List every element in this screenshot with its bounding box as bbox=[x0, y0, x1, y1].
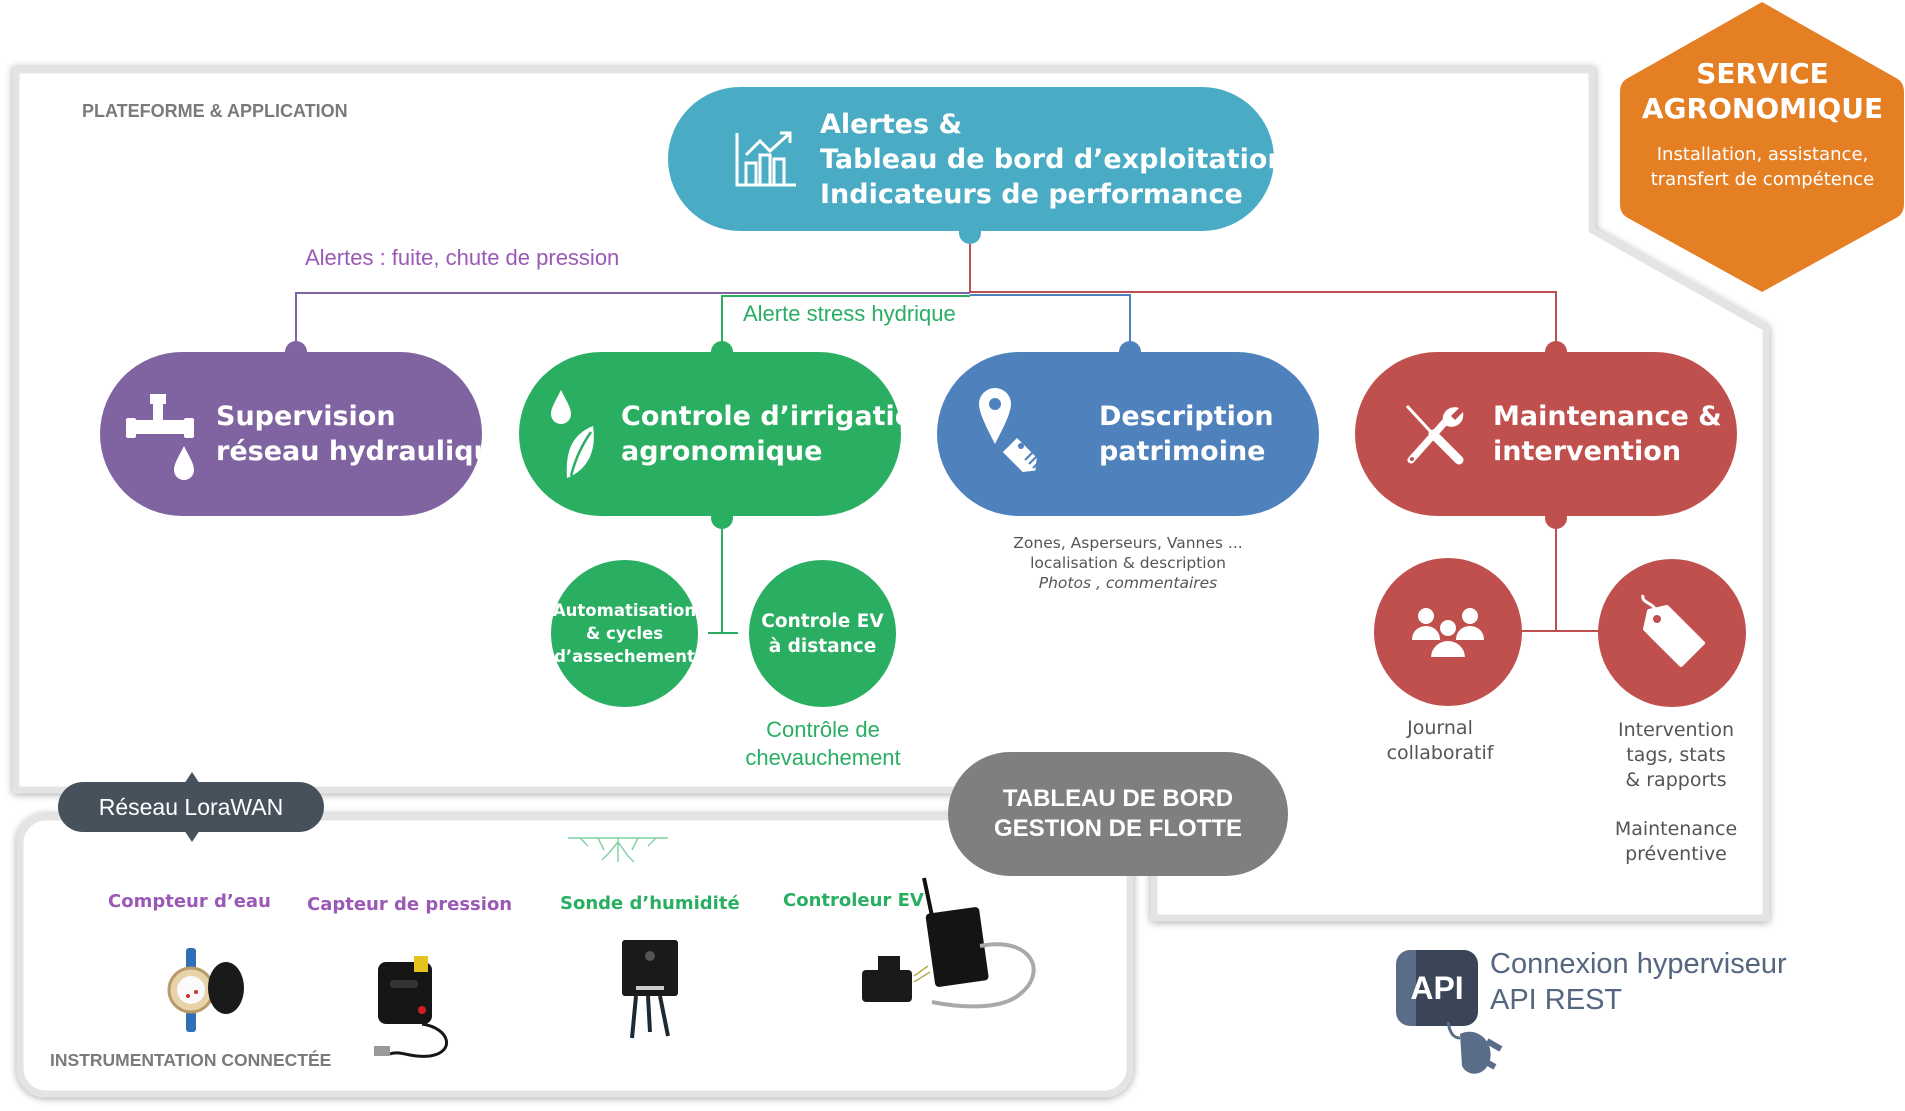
water-meter-icon bbox=[167, 948, 244, 1032]
module-title: Description patrimoine bbox=[1099, 399, 1274, 469]
label-text: Sonde d’humidité bbox=[560, 893, 740, 914]
title-line: Controle d’irrigation bbox=[621, 401, 933, 432]
lorawan-label: Réseau LoraWAN bbox=[98, 793, 284, 820]
description-details: Zones, Asperseurs, Vannes ... localisati… bbox=[960, 533, 1296, 593]
service-subtitle-line: Installation, assistance, bbox=[1656, 144, 1869, 165]
users-group-icon bbox=[1412, 608, 1484, 658]
text-line: Controle EV bbox=[761, 610, 884, 632]
service-title-line: AGRONOMIQUE bbox=[1641, 92, 1884, 125]
device-label-pressure-sensor: Capteur de pression bbox=[307, 894, 512, 915]
connector-dot bbox=[959, 222, 981, 244]
leak-alert-label: Alertes : fuite, chute de pression bbox=[305, 245, 620, 270]
text-line: préventive bbox=[1625, 843, 1727, 865]
roots-icon bbox=[568, 837, 668, 863]
connector-dot bbox=[711, 507, 733, 529]
dashboard-alerts-title: Alertes & Tableau de bord d’exploitation… bbox=[820, 107, 1287, 212]
tag-icon bbox=[1641, 594, 1705, 667]
chart-growth-icon bbox=[735, 131, 796, 187]
title-line: Supervision bbox=[216, 401, 396, 432]
remote-valve-control-node[interactable]: Controle EV à distance bbox=[749, 560, 896, 707]
text-line: Photos , commentaires bbox=[1038, 574, 1218, 592]
text-line: d’assechement bbox=[554, 647, 695, 666]
service-title-line: SERVICE bbox=[1696, 57, 1829, 90]
module-description[interactable]: Description patrimoine bbox=[937, 352, 1319, 516]
api-description: Connexion hyperviseur API REST bbox=[1490, 946, 1787, 1018]
journal-caption: Journal collaboratif bbox=[1360, 716, 1520, 766]
text-line: Contrôle de bbox=[766, 717, 880, 742]
device-label-moisture-probe: Sonde d’humidité bbox=[560, 893, 740, 914]
device-label-valve-controller: Controleur EV bbox=[783, 890, 924, 911]
label-text: Capteur de pression bbox=[307, 894, 513, 915]
text-line: Journal bbox=[1407, 717, 1473, 739]
title-line: patrimoine bbox=[1099, 436, 1266, 467]
text-line: Maintenance bbox=[1614, 818, 1738, 840]
text-line: & rapports bbox=[1625, 769, 1727, 791]
platform-frame bbox=[12, 66, 1770, 922]
platform-section-label: PLATEFORME & APPLICATION bbox=[82, 101, 348, 121]
text-line: collaboratif bbox=[1386, 742, 1494, 764]
api-line: Connexion hyperviseur bbox=[1490, 948, 1787, 980]
preventive-maintenance-caption: Maintenance préventive bbox=[1592, 817, 1760, 867]
dashboard-alerts-node[interactable]: Alertes & Tableau de bord d’exploitation… bbox=[668, 87, 1287, 231]
text-line: Automatisation bbox=[552, 601, 697, 620]
module-title: Controle d’irrigation agronomique bbox=[621, 399, 933, 469]
api-line: API REST bbox=[1490, 984, 1623, 1016]
network-arrows bbox=[184, 772, 200, 842]
service-subtitle-line: transfert de compétence bbox=[1650, 169, 1875, 190]
module-irrigation[interactable]: Controle d’irrigation agronomique bbox=[519, 352, 933, 516]
api-badge[interactable]: API bbox=[1396, 950, 1478, 1026]
connector-dot bbox=[1545, 507, 1567, 529]
service-hexagon[interactable] bbox=[1620, 0, 1905, 295]
module-title: Supervision réseau hydraulique bbox=[216, 399, 511, 469]
lorawan-network-badge: Réseau LoraWAN bbox=[58, 782, 324, 832]
label-text: Controleur EV bbox=[783, 890, 924, 911]
pin-tag-icon bbox=[979, 388, 1044, 472]
text-line: chevauchement bbox=[745, 745, 901, 770]
text-line: TABLEAU DE BORD bbox=[1002, 785, 1234, 812]
label-text: Compteur d’eau bbox=[108, 891, 271, 912]
text-line: & cycles bbox=[585, 624, 664, 643]
moisture-probe-icon bbox=[622, 940, 678, 1039]
module-supervision[interactable]: Supervision réseau hydraulique bbox=[100, 352, 511, 516]
automation-cycles-node[interactable]: Automatisation & cycles d’assechement bbox=[551, 560, 698, 707]
text-line: localisation & description bbox=[1030, 554, 1226, 572]
valve-controller-icon bbox=[862, 877, 1036, 1009]
title-line: Indicateurs de performance bbox=[820, 178, 1243, 210]
module-maintenance[interactable]: Maintenance & intervention bbox=[1355, 352, 1737, 516]
fleet-dashboard-button[interactable]: TABLEAU DE BORD GESTION DE FLOTTE bbox=[948, 752, 1288, 876]
text-line: tags, stats bbox=[1626, 744, 1726, 766]
pipe-drop-icon bbox=[126, 394, 194, 480]
overlap-control-note: Contrôle de chevauchement bbox=[700, 716, 946, 772]
service-text: SERVICE AGRONOMIQUE Installation, assist… bbox=[1620, 56, 1905, 192]
tools-icon bbox=[1405, 404, 1464, 465]
title-line: Description bbox=[1099, 401, 1274, 432]
pressure-sensor-icon bbox=[374, 956, 449, 1058]
intervention-caption: Intervention tags, stats & rapports bbox=[1592, 718, 1760, 793]
title-line: agronomique bbox=[621, 436, 823, 467]
api-badge-text: API bbox=[1410, 969, 1464, 1006]
title-line: Maintenance & bbox=[1493, 401, 1722, 432]
text-line: Intervention bbox=[1618, 719, 1734, 741]
instrumentation-frame bbox=[16, 813, 1134, 1098]
title-line: réseau hydraulique bbox=[216, 436, 512, 467]
title-line: Tableau de bord d’exploitation bbox=[820, 143, 1287, 175]
title-line: intervention bbox=[1493, 436, 1682, 467]
water-stress-alert-label: Alerte stress hydrique bbox=[743, 301, 956, 326]
module-title: Maintenance & intervention bbox=[1493, 399, 1722, 469]
text-line: GESTION DE FLOTTE bbox=[993, 815, 1242, 842]
title-line: Alertes & bbox=[820, 108, 963, 140]
instrumentation-section-label: INSTRUMENTATION CONNECTÉE bbox=[50, 1050, 332, 1070]
drop-leaf-icon bbox=[551, 390, 594, 478]
text-line: Zones, Asperseurs, Vannes ... bbox=[1013, 534, 1243, 552]
plug-icon bbox=[1446, 1021, 1503, 1074]
device-label-water-meter: Compteur d’eau bbox=[108, 891, 271, 912]
intervention-node[interactable] bbox=[1598, 559, 1746, 707]
text-line: à distance bbox=[768, 635, 877, 657]
journal-node[interactable] bbox=[1374, 558, 1522, 706]
